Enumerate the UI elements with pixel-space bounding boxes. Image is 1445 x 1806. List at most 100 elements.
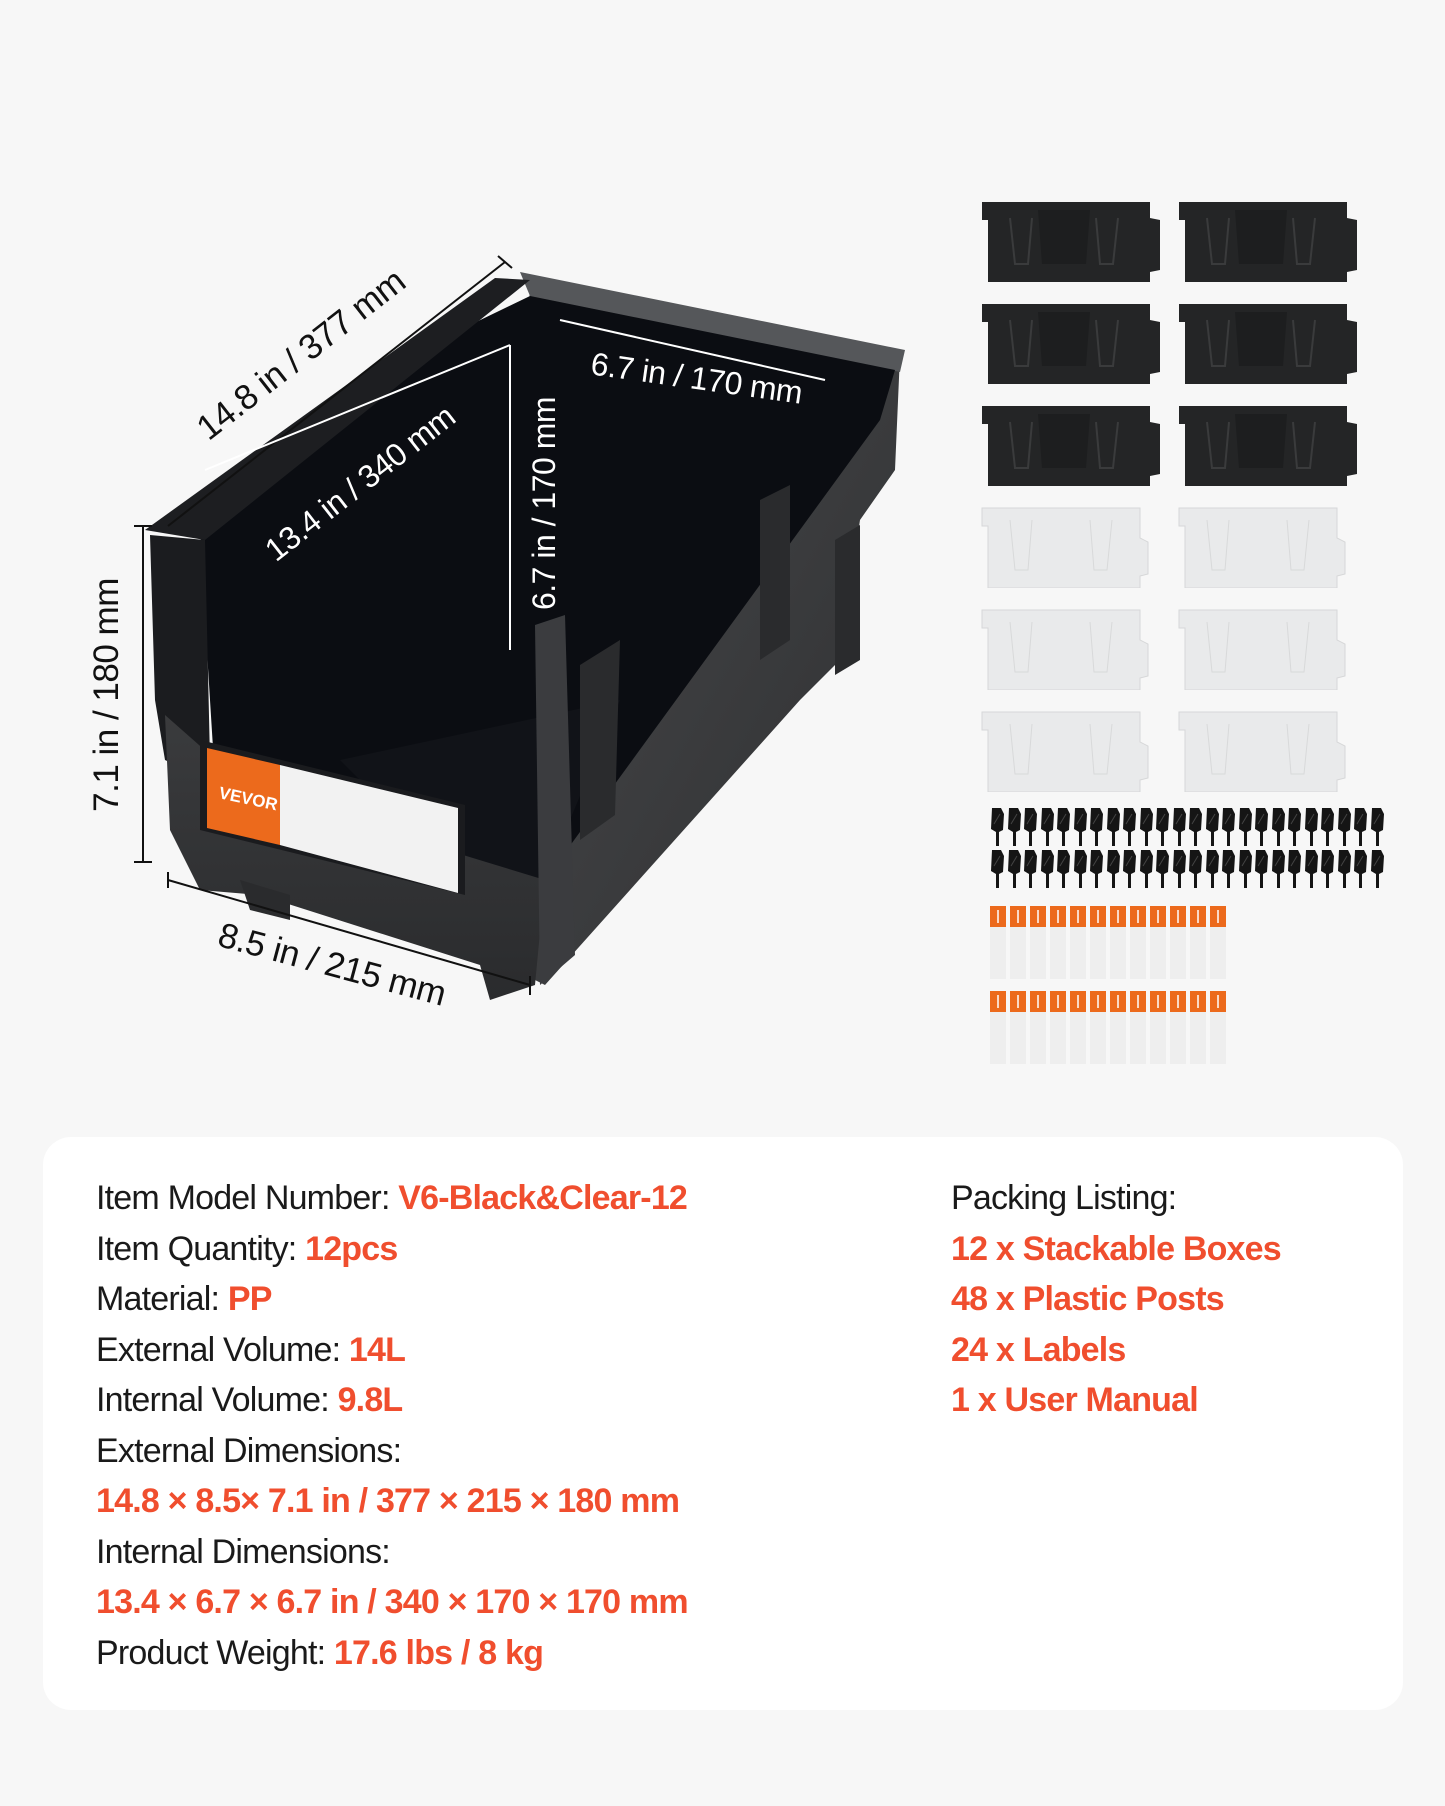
label-strip [1190, 991, 1206, 1064]
label-strips [990, 906, 1230, 1076]
spec-value: PP [227, 1280, 273, 1318]
label-strip [1190, 906, 1206, 979]
plastic-post-icon [1106, 808, 1120, 846]
label-strip [1170, 906, 1186, 979]
label-strip [1130, 906, 1146, 979]
plastic-post-icon [1023, 808, 1037, 846]
internal-height-label: 6.7 in / 170 mm [526, 396, 563, 611]
plastic-post-icon [1205, 808, 1219, 846]
spec-external-dimensions-label: External Dimensions: [96, 1426, 856, 1477]
plastic-post-icon [1221, 808, 1235, 846]
label-strip [1070, 906, 1086, 979]
plastic-post-icon [1089, 808, 1103, 846]
label-strip [1050, 906, 1066, 979]
black-bin [1177, 404, 1357, 486]
plastic-post-icon [1304, 850, 1318, 888]
plastic-post-icon [1320, 850, 1334, 888]
spec-quantity: Item Quantity: 12pcs [96, 1224, 856, 1275]
packing-item: 48 x Plastic Posts [951, 1280, 1225, 1318]
plastic-post-icon [1254, 850, 1268, 888]
spec-key: Item Quantity: [96, 1229, 306, 1268]
packing-list: Packing Listing: 12 x Stackable Boxes 48… [951, 1173, 1371, 1426]
label-strip [1090, 906, 1106, 979]
plastic-post-icon [1221, 850, 1235, 888]
plastic-post-icon [1304, 808, 1318, 846]
packing-list-title: Packing Listing: [951, 1179, 1177, 1217]
plastic-post-icon [1155, 850, 1169, 888]
plastic-post-icon [1287, 808, 1301, 846]
plastic-post-icon [1188, 850, 1202, 888]
spec-value: 17.6 lbs / 8 kg [333, 1633, 544, 1672]
plastic-post-icon [1139, 850, 1153, 888]
plastic-post-icon [1056, 850, 1070, 888]
label-row [990, 991, 1230, 1064]
spec-internal-dimensions-value: 13.4 × 6.7 × 6.7 in / 340 × 170 × 170 mm [96, 1583, 689, 1621]
clear-bin [1177, 506, 1357, 588]
plastic-post-icon [1238, 808, 1252, 846]
clear-bin [980, 506, 1160, 588]
spec-value: 9.8L [337, 1381, 404, 1419]
black-bin [980, 404, 1160, 486]
label-row [990, 906, 1230, 979]
plastic-post-icon [1122, 850, 1136, 888]
plastic-post-icon [1320, 808, 1334, 846]
spec-key: Internal Dimensions: [96, 1532, 391, 1571]
label-strip [1030, 991, 1046, 1064]
black-bin [1177, 302, 1357, 384]
label-strip [1130, 991, 1146, 1064]
plastic-post-icon [1139, 808, 1153, 846]
plastic-post-icon [1205, 850, 1219, 888]
label-strip [1210, 906, 1226, 979]
plastic-post-icon [1254, 808, 1268, 846]
plastic-post-icon [1188, 808, 1202, 846]
plastic-post-icon [1073, 850, 1087, 888]
spec-internal-dimensions-label: Internal Dimensions: [96, 1527, 856, 1578]
spec-key: Internal Volume: [96, 1381, 338, 1419]
spec-value: 14L [348, 1330, 406, 1369]
label-strip [1030, 906, 1046, 979]
label-strip [1090, 991, 1106, 1064]
plastic-post-icon [1023, 850, 1037, 888]
spec-internal-volume: Internal Volume: 9.8L [96, 1375, 856, 1426]
spec-weight: Product Weight: 17.6 lbs / 8 kg [96, 1628, 856, 1679]
spec-key: External Volume: [96, 1330, 349, 1369]
label-strip [1150, 906, 1166, 979]
label-strip [1210, 991, 1226, 1064]
plastic-post-icon [1337, 808, 1351, 846]
spec-external-volume: External Volume: 14L [96, 1325, 856, 1376]
spec-key: External Dimensions: [96, 1431, 402, 1470]
plastic-post-icon [1056, 808, 1070, 846]
included-parts [980, 200, 1384, 1080]
plastic-post-icon [990, 808, 1004, 846]
packing-item: 12 x Stackable Boxes [951, 1229, 1282, 1268]
plastic-post-icon [1172, 850, 1186, 888]
packing-item: 24 x Labels [951, 1330, 1126, 1369]
plastic-post-icon [1007, 850, 1021, 888]
plastic-post-icon [1073, 808, 1087, 846]
plastic-post-icon [990, 850, 1004, 888]
plastic-post-icon [1007, 808, 1021, 846]
black-bin [1177, 200, 1357, 282]
spec-model: Item Model Number: V6-Black&Clear-12 [96, 1173, 856, 1224]
plastic-post-icon [1172, 808, 1186, 846]
spec-key: Item Model Number: [96, 1179, 399, 1217]
clear-bin [1177, 608, 1357, 690]
spec-key: Material: [96, 1280, 228, 1318]
label-strip [990, 991, 1006, 1064]
label-strip [1150, 991, 1166, 1064]
plastic-post-icon [1287, 850, 1301, 888]
product-image-area: VEVOR 14.8 in / 377 mm 7.1 in / 180 mm 8… [86, 200, 1384, 1080]
plastic-post-icon [1122, 808, 1136, 846]
black-bin [980, 302, 1160, 384]
packing-item: 1 x User Manual [951, 1381, 1199, 1419]
plastic-posts [990, 808, 1384, 892]
black-bin [980, 200, 1160, 282]
plastic-post-icon [1370, 808, 1384, 846]
plastic-post-icon [1106, 850, 1120, 888]
label-strip [1050, 991, 1066, 1064]
spec-external-dimensions-value: 14.8 × 8.5× 7.1 in / 377 × 215 × 180 mm [96, 1482, 680, 1520]
clear-bin [980, 710, 1160, 792]
spec-value: 12pcs [305, 1229, 398, 1268]
label-strip [1110, 906, 1126, 979]
spec-material: Material: PP [96, 1274, 856, 1325]
